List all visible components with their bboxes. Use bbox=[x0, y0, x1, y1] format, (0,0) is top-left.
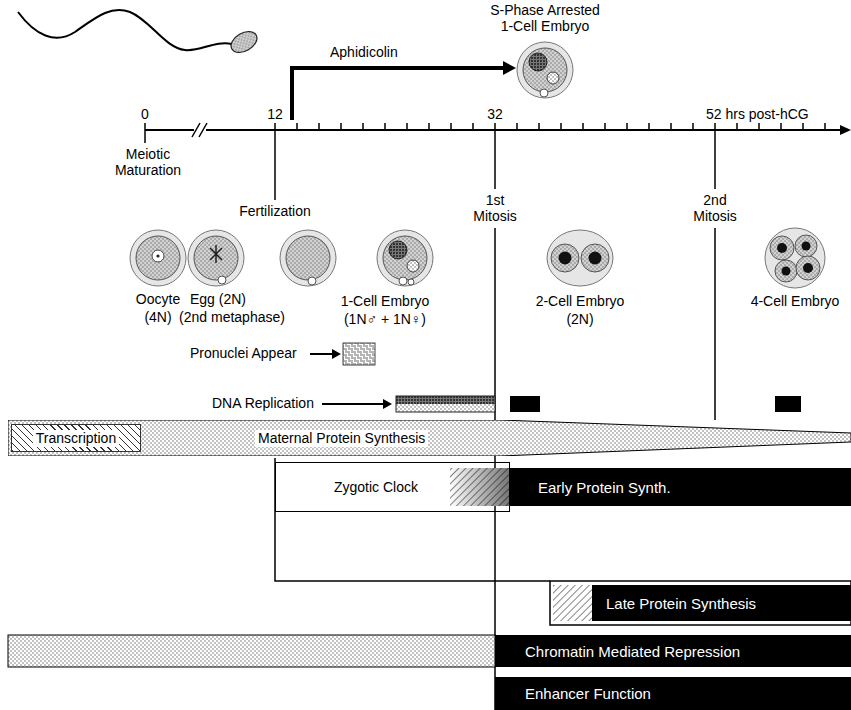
treatment-arrow bbox=[292, 61, 516, 120]
time-label: 0 bbox=[141, 106, 149, 122]
drug-label: Aphidicolin bbox=[330, 44, 398, 60]
embryo-illustration bbox=[280, 230, 336, 286]
embryo-illustration bbox=[517, 42, 573, 98]
transcription-band: Transcription bbox=[11, 424, 141, 452]
band-text: Early Protein Synth. bbox=[538, 479, 671, 496]
timeline-axis bbox=[145, 123, 851, 137]
band-text: Enhancer Function bbox=[525, 685, 651, 702]
stage-label: 1-Cell Embryo bbox=[341, 293, 430, 309]
time-label: 12 bbox=[267, 106, 283, 122]
event-label: 1st Mitosis bbox=[465, 192, 525, 224]
band-outline bbox=[8, 420, 851, 456]
embryo-caption: S-Phase Arrested 1-Cell Embryo bbox=[483, 2, 607, 34]
band-extras bbox=[8, 468, 851, 667]
band-text: Chromatin Mediated Repression bbox=[525, 643, 740, 660]
oocyte-illustration bbox=[130, 230, 186, 286]
egg-illustration bbox=[188, 230, 244, 286]
time-label: 32 bbox=[487, 106, 503, 122]
event-label: 2nd Mitosis bbox=[685, 192, 745, 224]
stage-label: 2-Cell Embryo bbox=[536, 293, 625, 309]
repression-bar: Chromatin Mediated Repression bbox=[495, 635, 851, 667]
process-label: DNA Replication bbox=[212, 395, 314, 411]
process-label: Pronuclei Appear bbox=[190, 345, 297, 361]
embryo-illustration bbox=[547, 230, 613, 286]
embryo-illustration bbox=[377, 230, 433, 286]
band-text: Zygotic Clock bbox=[334, 479, 418, 496]
event-label: Meiotic Maturation bbox=[103, 146, 193, 178]
time-label: 52 hrs post-hCG bbox=[706, 106, 809, 122]
band-text: Late Protein Synthesis bbox=[606, 595, 756, 612]
event-label: Fertilization bbox=[239, 203, 311, 219]
stage-label: (2N) bbox=[566, 311, 593, 327]
process-marks bbox=[310, 343, 801, 412]
protein-synthesis-bar: Late Protein Synthesis bbox=[592, 585, 851, 621]
stage-label: (2nd metaphase) bbox=[179, 309, 285, 325]
stage-label: Egg (2N) bbox=[190, 291, 246, 307]
band-text: Maternal Protein Synthesis bbox=[255, 430, 428, 447]
stage-label: 4-Cell Embryo bbox=[751, 293, 840, 309]
embryo-illustration bbox=[765, 228, 825, 288]
enhancer-bar: Enhancer Function bbox=[495, 677, 851, 710]
stage-label: (4N) bbox=[144, 309, 171, 325]
protein-synthesis-band: Maternal Protein Synthesis Transcription bbox=[8, 420, 851, 456]
sperm-illustration bbox=[18, 10, 261, 57]
protein-synthesis-bar: Early Protein Synth. bbox=[510, 468, 851, 506]
stage-label: (1N♂ + 1N♀) bbox=[344, 311, 426, 327]
stage-label: Oocyte bbox=[136, 291, 180, 307]
band-text: Transcription bbox=[33, 430, 119, 447]
zygotic-clock-box: Zygotic Clock bbox=[275, 462, 510, 512]
